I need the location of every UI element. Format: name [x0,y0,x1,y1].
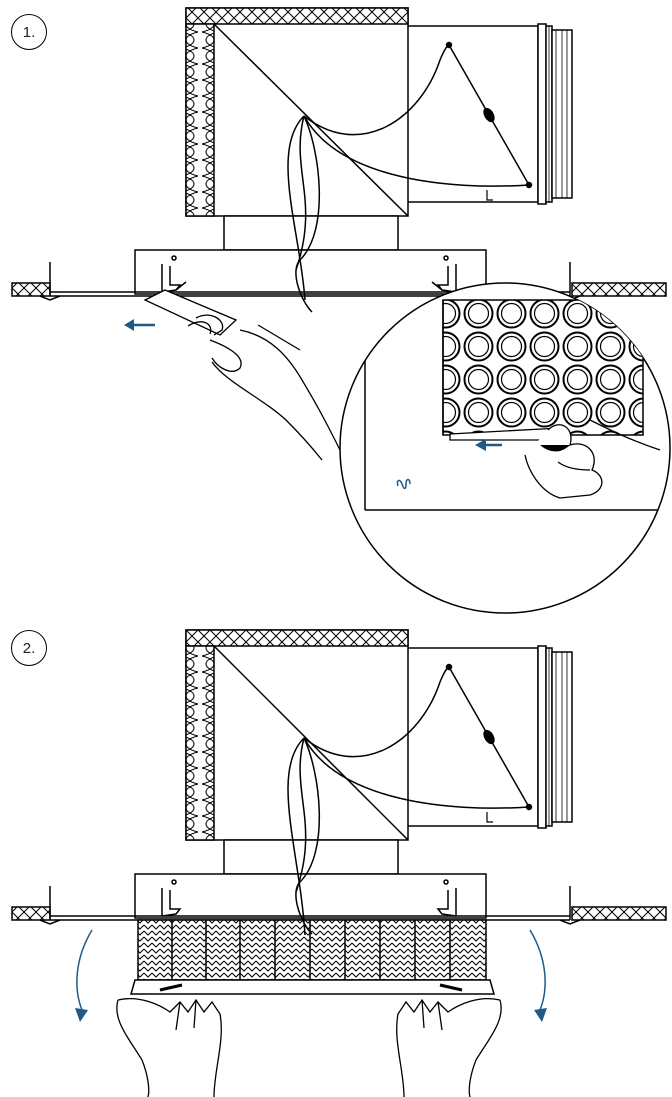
hand-with-tool [143,289,341,461]
plenum-neck [223,215,399,251]
suspension-cables [287,44,530,313]
diffuser-frame-2 [134,873,487,919]
left-hand [116,998,222,1097]
side-spigot-2 [408,645,573,829]
wave-logo-icon [396,478,411,490]
right-hand [396,998,502,1097]
plenum-box-2 [185,629,409,841]
filter-panel [130,919,495,995]
rotate-down-right-arrow-icon [529,929,547,1022]
step-1-badge: 1. [11,14,47,50]
detail-magnifier [339,282,671,614]
suspension-cables-2 [287,666,530,936]
diffuser-frame [134,249,487,295]
plenum-neck-2 [223,839,399,875]
pull-arrow-icon [124,319,155,331]
step-2-label: 2. [22,639,36,657]
step-2-illustration [11,629,667,1097]
step-1-label: 1. [22,23,36,41]
plenum-box [185,7,409,217]
side-spigot [408,23,573,205]
step-2-badge: 2. [11,630,47,666]
rotate-down-left-arrow-icon [75,929,93,1022]
step-1-illustration [11,7,667,461]
